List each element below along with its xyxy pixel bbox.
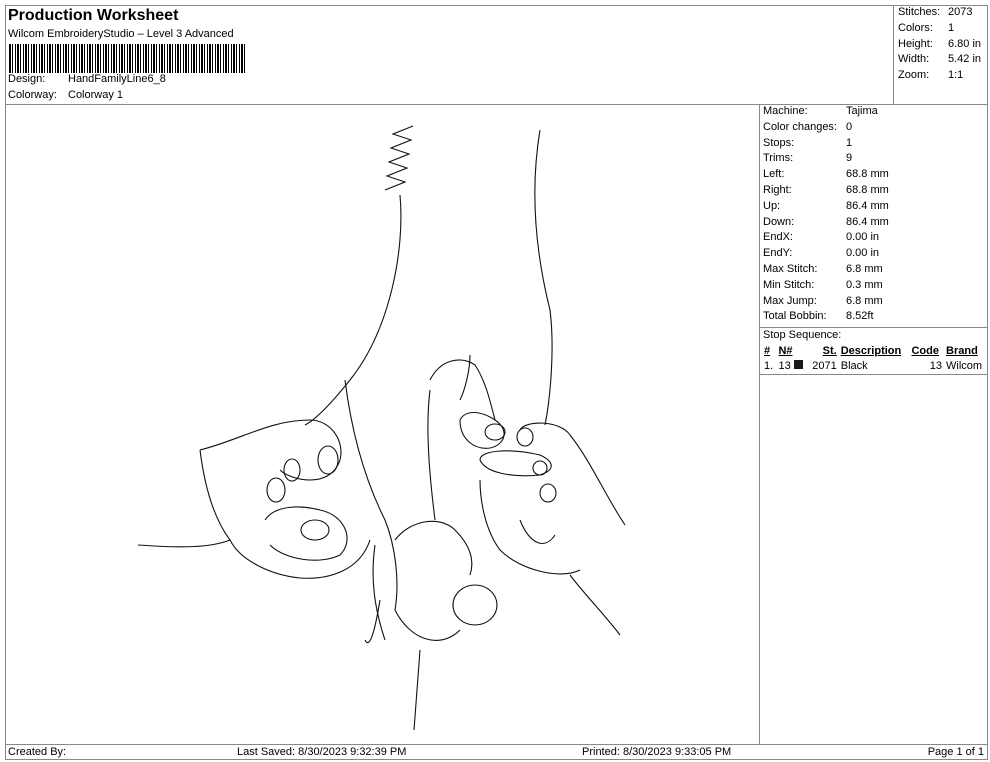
stat-row: Colors: 1: [894, 21, 988, 37]
col-description: Description: [840, 345, 902, 358]
col-num: #: [764, 345, 771, 358]
info-row: Color changes: 0: [760, 120, 988, 136]
info-label: Machine:: [763, 105, 808, 117]
worksheet-frame: [5, 5, 988, 760]
software-subtitle: Wilcom EmbroideryStudio – Level 3 Advanc…: [8, 28, 234, 40]
stats-box: Stitches: 2073 Colors: 1 Height: 6.80 in Wi…: [893, 5, 988, 104]
info-value: 0.00 in: [846, 247, 880, 260]
row-needle: 13: [776, 359, 807, 374]
col-stitches: St.: [822, 345, 837, 358]
page-title: Production Worksheet: [8, 7, 179, 24]
info-value: 6.8 mm: [846, 294, 883, 307]
needle-value: 13: [778, 360, 791, 373]
info-value: 0.00 in: [846, 231, 880, 244]
design-preview: [5, 105, 759, 744]
col-brand: Brand: [946, 345, 978, 358]
info-value: 1: [846, 136, 853, 149]
hands-embroidery-design: [137, 125, 626, 731]
stat-label: Width:: [898, 53, 930, 66]
stop-sequence-table: # N# St. Description Code Brand 1. 13 20…: [762, 344, 988, 374]
info-row: Stops: 1: [760, 136, 988, 152]
info-value: 86.4 mm: [846, 215, 889, 228]
stat-row: Width: 5.42 in: [894, 52, 988, 68]
header: Production Worksheet Wilcom EmbroiderySt…: [5, 5, 893, 104]
stat-label: Zoom:: [898, 69, 930, 82]
info-row: Up: 86.4 mm: [760, 199, 988, 215]
info-label: Stops:: [763, 136, 795, 149]
info-row: EndX: 0.00 in: [760, 230, 988, 246]
row-brand: Wilcom: [946, 360, 983, 373]
info-value: Tajima: [846, 105, 878, 117]
color-swatch: [793, 360, 803, 370]
info-label: Max Stitch:: [763, 262, 818, 275]
colorway-row: Colorway: Colorway 1: [8, 89, 123, 101]
divider: [5, 104, 988, 105]
colorway-label: Colorway:: [8, 89, 57, 101]
info-label: EndY:: [763, 247, 793, 260]
info-row: Total Bobbin: 8.52ft: [760, 309, 988, 325]
stat-row: Height: 6.80 in: [894, 37, 988, 53]
info-label: Right:: [763, 183, 792, 196]
info-label: Down:: [763, 215, 795, 228]
row-num: 1.: [764, 360, 774, 373]
stat-label: Height:: [898, 37, 933, 50]
col-code: Code: [911, 345, 939, 358]
info-label: Min Stitch:: [763, 278, 815, 291]
info-label: Color changes:: [763, 120, 837, 133]
stat-value: 2073: [948, 6, 973, 18]
stat-value: 6.80 in: [948, 37, 982, 50]
footer: Created By: Last Saved: 8/30/2023 9:32:3…: [5, 744, 988, 760]
info-label: Up:: [763, 199, 781, 212]
machine-info-panel: Machine: Tajima Color changes: 0 Stops: 1 T…: [759, 104, 988, 744]
design-row: Design: HandFamilyLine6_8: [8, 73, 166, 85]
last-saved: Last Saved: 8/30/2023 9:32:39 PM: [237, 746, 407, 758]
info-label: Trims:: [763, 152, 794, 165]
stat-value: 1:1: [948, 69, 964, 82]
design-name: HandFamilyLine6_8: [68, 73, 166, 85]
row-code: 13: [929, 360, 943, 373]
info-label: Max Jump:: [763, 294, 817, 307]
stat-value: 5.42 in: [948, 53, 982, 66]
info-row: Min Stitch: 0.3 mm: [760, 278, 988, 294]
colorway-name: Colorway 1: [68, 89, 124, 101]
barcode: [9, 44, 247, 73]
row-stitches: 2071: [812, 360, 837, 373]
info-row: Right: 68.8 mm: [760, 183, 988, 199]
info-value: 9: [846, 152, 853, 165]
created-by: Created By:: [8, 746, 67, 758]
printed-date: Printed: 8/30/2023 9:33:05 PM: [582, 746, 732, 758]
info-label: EndX:: [763, 231, 793, 244]
info-row: Max Stitch: 6.8 mm: [760, 262, 988, 278]
info-row: Down: 86.4 mm: [760, 215, 988, 231]
info-value: 68.8 mm: [846, 183, 889, 196]
info-label: Left:: [763, 168, 785, 181]
row-description: Black: [840, 360, 868, 373]
stat-value: 1: [948, 21, 955, 34]
stat-label: Stitches:: [898, 6, 941, 18]
divider: [760, 373, 988, 375]
design-label: Design:: [8, 73, 46, 85]
info-value: 86.4 mm: [846, 199, 889, 212]
info-value: 6.8 mm: [846, 262, 883, 275]
info-value: 68.8 mm: [846, 168, 889, 181]
stop-sequence: Stop Sequence: # N# St. Description Code…: [760, 327, 988, 375]
info-value: 8.52ft: [846, 310, 874, 323]
info-row: Trims: 9: [760, 151, 988, 167]
info-row: Machine: Tajima: [760, 104, 988, 120]
info-value: 0: [846, 120, 853, 133]
info-label: Total Bobbin:: [763, 310, 827, 323]
col-needle: N#: [778, 345, 793, 358]
info-value: 0.3 mm: [846, 278, 883, 291]
stat-row: Stitches: 2073: [894, 5, 988, 21]
stop-sequence-label: Stop Sequence:: [763, 329, 842, 342]
info-row: EndY: 0.00 in: [760, 246, 988, 262]
info-row: Max Jump: 6.8 mm: [760, 294, 988, 310]
info-row: Left: 68.8 mm: [760, 167, 988, 183]
stat-label: Colors:: [898, 21, 933, 34]
stat-row: Zoom: 1:1: [894, 68, 988, 84]
page-number: Page 1 of 1: [927, 746, 984, 758]
table-header: # N# St. Description Code Brand: [762, 344, 988, 359]
table-row: 1. 13 2071 Black 13 Wilcom: [762, 359, 988, 374]
